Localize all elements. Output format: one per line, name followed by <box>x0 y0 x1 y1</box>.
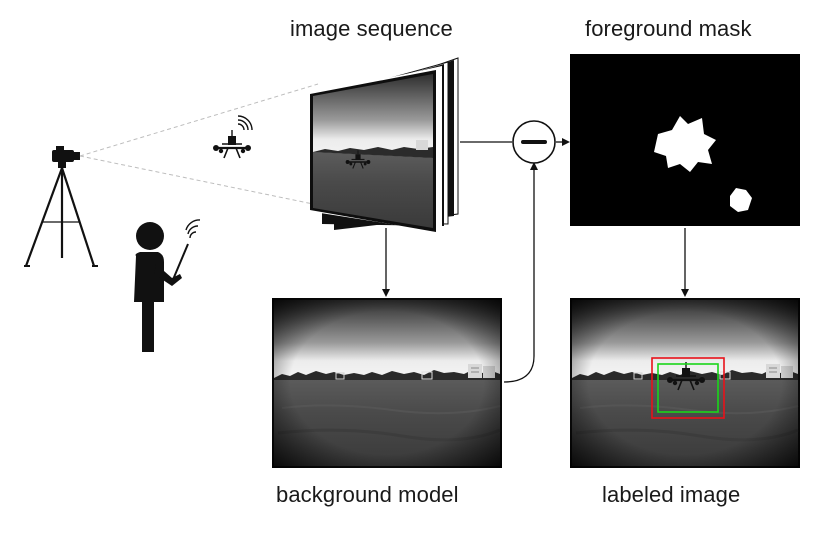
image-sequence-front-frame <box>310 70 436 232</box>
remote-signal-icon <box>185 219 201 239</box>
drone-icon <box>211 115 253 160</box>
image-sequence-stack <box>310 57 459 232</box>
background-model-image <box>270 296 504 470</box>
wireless-signal-icon <box>237 115 253 131</box>
foreground-mask-image <box>570 54 800 226</box>
labeled-image-label: labeled image <box>602 482 741 507</box>
subtraction-operator-icon <box>512 120 556 164</box>
bounding-box-outer <box>651 357 725 419</box>
flow-arrows <box>382 138 689 383</box>
person-with-remote-control-icon <box>134 219 201 352</box>
background-model-label: background model <box>276 482 459 507</box>
camera-on-tripod-icon <box>24 146 98 267</box>
image-sequence-label: image sequence <box>290 16 453 41</box>
camera-field-of-view <box>79 83 319 206</box>
foreground-mask-label: foreground mask <box>585 16 752 41</box>
bounding-box-inner <box>657 363 719 413</box>
labeled-image <box>568 296 802 470</box>
